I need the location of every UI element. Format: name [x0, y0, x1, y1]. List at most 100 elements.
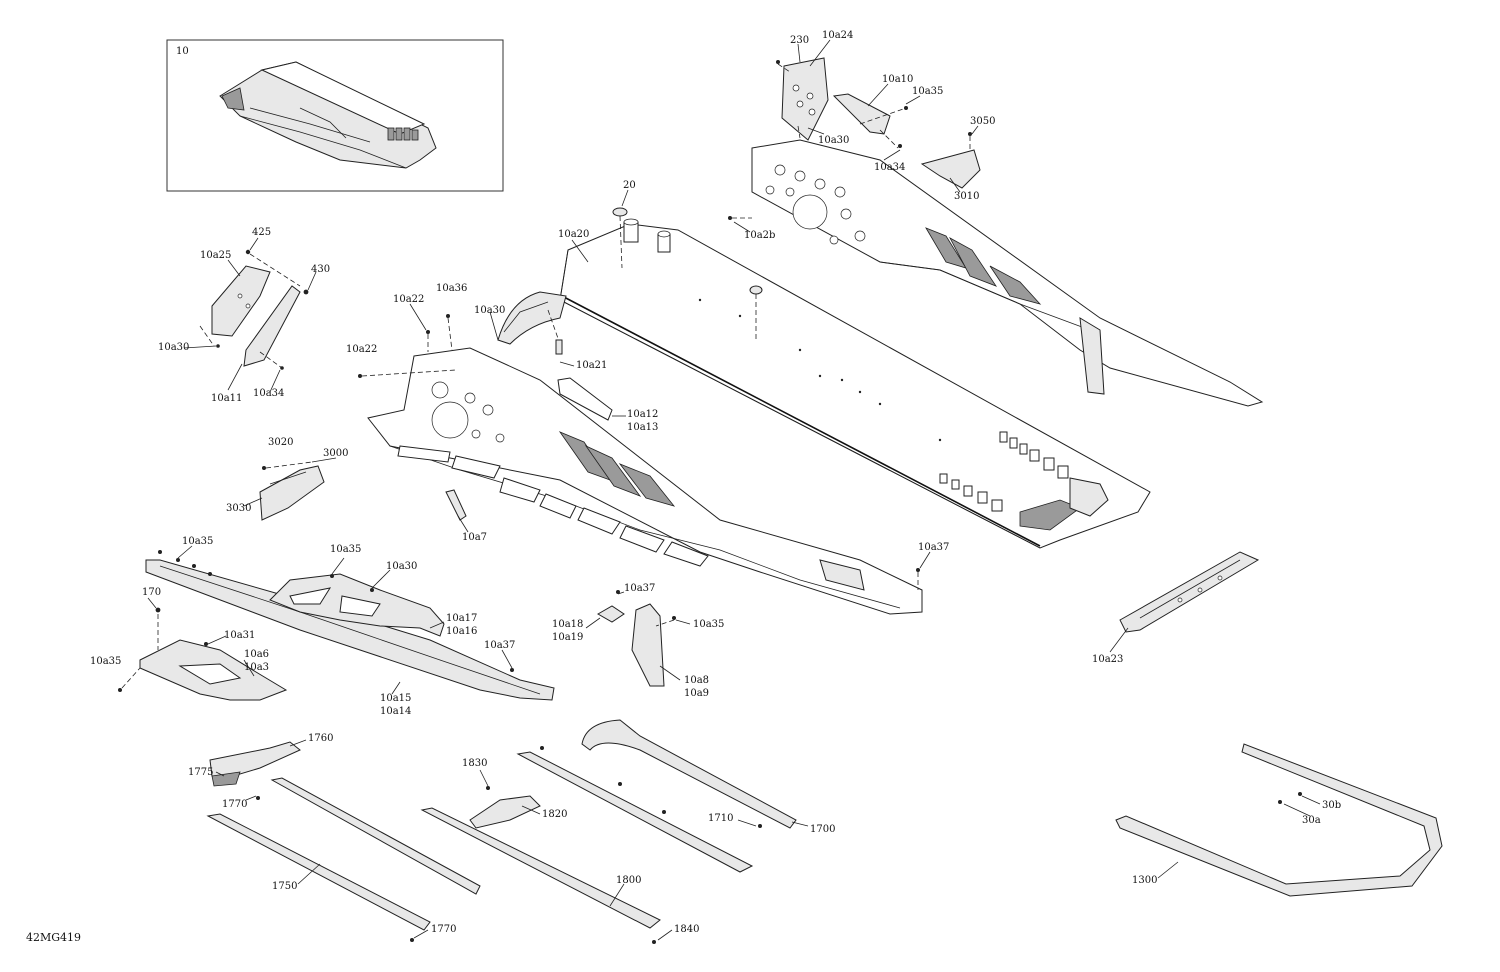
bolt-10a37-bl — [510, 668, 514, 672]
callout-label: 1820 — [542, 809, 568, 820]
callout-label: 10a30 — [818, 135, 850, 146]
callout-label: 1775 — [188, 767, 214, 778]
callout-label: 10a30 — [386, 561, 418, 572]
runner-1800 — [420, 807, 661, 944]
runner-1750-upper — [270, 777, 481, 895]
bracket-10a25 — [199, 249, 301, 348]
callout-label: 10a35 — [330, 544, 362, 555]
bolt-10a36 — [446, 314, 453, 351]
protector-10a6 — [118, 607, 288, 701]
runner-1700 — [581, 719, 797, 829]
callout-label: 1700 — [810, 824, 836, 835]
callout-label: 1840 — [674, 924, 700, 935]
callout-label: 10a11 — [211, 393, 243, 404]
callout-label: 10a35 — [693, 619, 725, 630]
callout-label: 10a19 — [552, 632, 584, 643]
left-side-panel — [367, 347, 923, 615]
callout-label: 1830 — [462, 758, 488, 769]
rear-bumper-plate-10a21-area — [497, 291, 567, 355]
callout-label: 3020 — [268, 437, 294, 448]
callout-label: 3010 — [954, 191, 980, 202]
grommet-20 — [612, 207, 628, 269]
callout-label: 10a24 — [822, 30, 854, 41]
callout-label: 10a23 — [1092, 654, 1124, 665]
callout-label: 10a7 — [462, 532, 488, 543]
callout-label: 20 — [623, 180, 636, 191]
bracket-10a17 — [269, 573, 445, 637]
inset-label: 10 — [176, 46, 189, 57]
callout-label: 1300 — [1132, 875, 1158, 886]
callout-label: 10a3 — [244, 662, 270, 673]
callout-label: 10a20 — [558, 229, 590, 240]
callout-label: 10a15 — [380, 693, 412, 704]
callout-label: 10a18 — [552, 619, 584, 630]
callout-label: 170 — [142, 587, 162, 598]
callout-label: 10a22 — [393, 294, 425, 305]
callout-label: 30b — [1322, 800, 1342, 811]
callout-label: 10a9 — [684, 688, 710, 699]
callout-label: 10a36 — [436, 283, 468, 294]
callout-label: 10a22 — [346, 344, 378, 355]
callout-label: 10a10 — [882, 74, 914, 85]
tunnel-vent-slots — [939, 431, 1109, 531]
bracket-10a11 — [243, 285, 309, 370]
callout-label: 10a37 — [624, 583, 656, 594]
bracket-10a24 — [776, 57, 829, 141]
callout-label: 10a35 — [90, 656, 122, 667]
callout-label: 30a — [1302, 815, 1321, 826]
callout-label: 10a2b — [744, 230, 776, 241]
bracket-10a7 — [445, 489, 467, 521]
callout-label: 1710 — [708, 813, 734, 824]
callout-label: 10a21 — [576, 360, 608, 371]
runner-1750 — [206, 813, 431, 942]
clip-1760 — [209, 741, 301, 800]
callout-label: 10a37 — [918, 542, 950, 553]
callout-label: 10a12 — [627, 409, 659, 420]
callout-label: 10a16 — [446, 626, 478, 637]
callout-label: 3050 — [970, 116, 996, 127]
callout-label: 425 — [252, 227, 272, 238]
inset-tunnel-assembly-drawing — [219, 61, 437, 169]
callout-label: 1770 — [222, 799, 248, 810]
bracket-10a10 — [832, 93, 908, 149]
bracket-3000 — [259, 461, 325, 521]
tunnel-top-plate-10a20 — [559, 218, 1151, 549]
right-side-panel — [751, 139, 1264, 407]
bolt-10a22-top — [426, 330, 430, 352]
bolt-10a37-right — [916, 568, 920, 590]
diagram-code: 42MG419 — [26, 931, 82, 944]
grommet-lower — [749, 285, 763, 342]
runner-upper-mid — [516, 746, 754, 873]
callout-label: 10a34 — [253, 388, 285, 399]
bumper-1300 — [1115, 743, 1443, 897]
callout-label: 430 — [311, 264, 331, 275]
leader-lines — [147, 39, 1321, 941]
callout-label: 10a8 — [684, 675, 710, 686]
clip-1820 — [469, 786, 541, 829]
callout-label: 10a17 — [446, 613, 478, 624]
callout-label: 10a6 — [244, 649, 270, 660]
callout-label: 230 — [790, 35, 810, 46]
callout-label: 1750 — [272, 881, 298, 892]
bolt-10a22-side — [358, 369, 457, 378]
bolt-10a2b — [728, 216, 752, 220]
callout-label: 10a35 — [182, 536, 214, 547]
callout-label: 10a14 — [380, 706, 412, 717]
bracket-10a23 — [1119, 551, 1260, 633]
bracket-10a8 — [596, 590, 676, 687]
callout-label: 10a34 — [874, 162, 906, 173]
bracket-3010 — [920, 132, 981, 189]
callout-label: 10a31 — [224, 630, 256, 641]
inset-frame — [166, 39, 504, 192]
callout-label: 10a13 — [627, 422, 659, 433]
callout-label: 10a35 — [912, 86, 944, 97]
callout-label: 10a25 — [200, 250, 232, 261]
callout-label: 10a30 — [158, 342, 190, 353]
callout-label: 10a37 — [484, 640, 516, 651]
callout-label: 3030 — [226, 503, 252, 514]
callout-label: 3000 — [323, 448, 349, 459]
callout-label: 1800 — [616, 875, 642, 886]
callout-label: 1770 — [431, 924, 457, 935]
